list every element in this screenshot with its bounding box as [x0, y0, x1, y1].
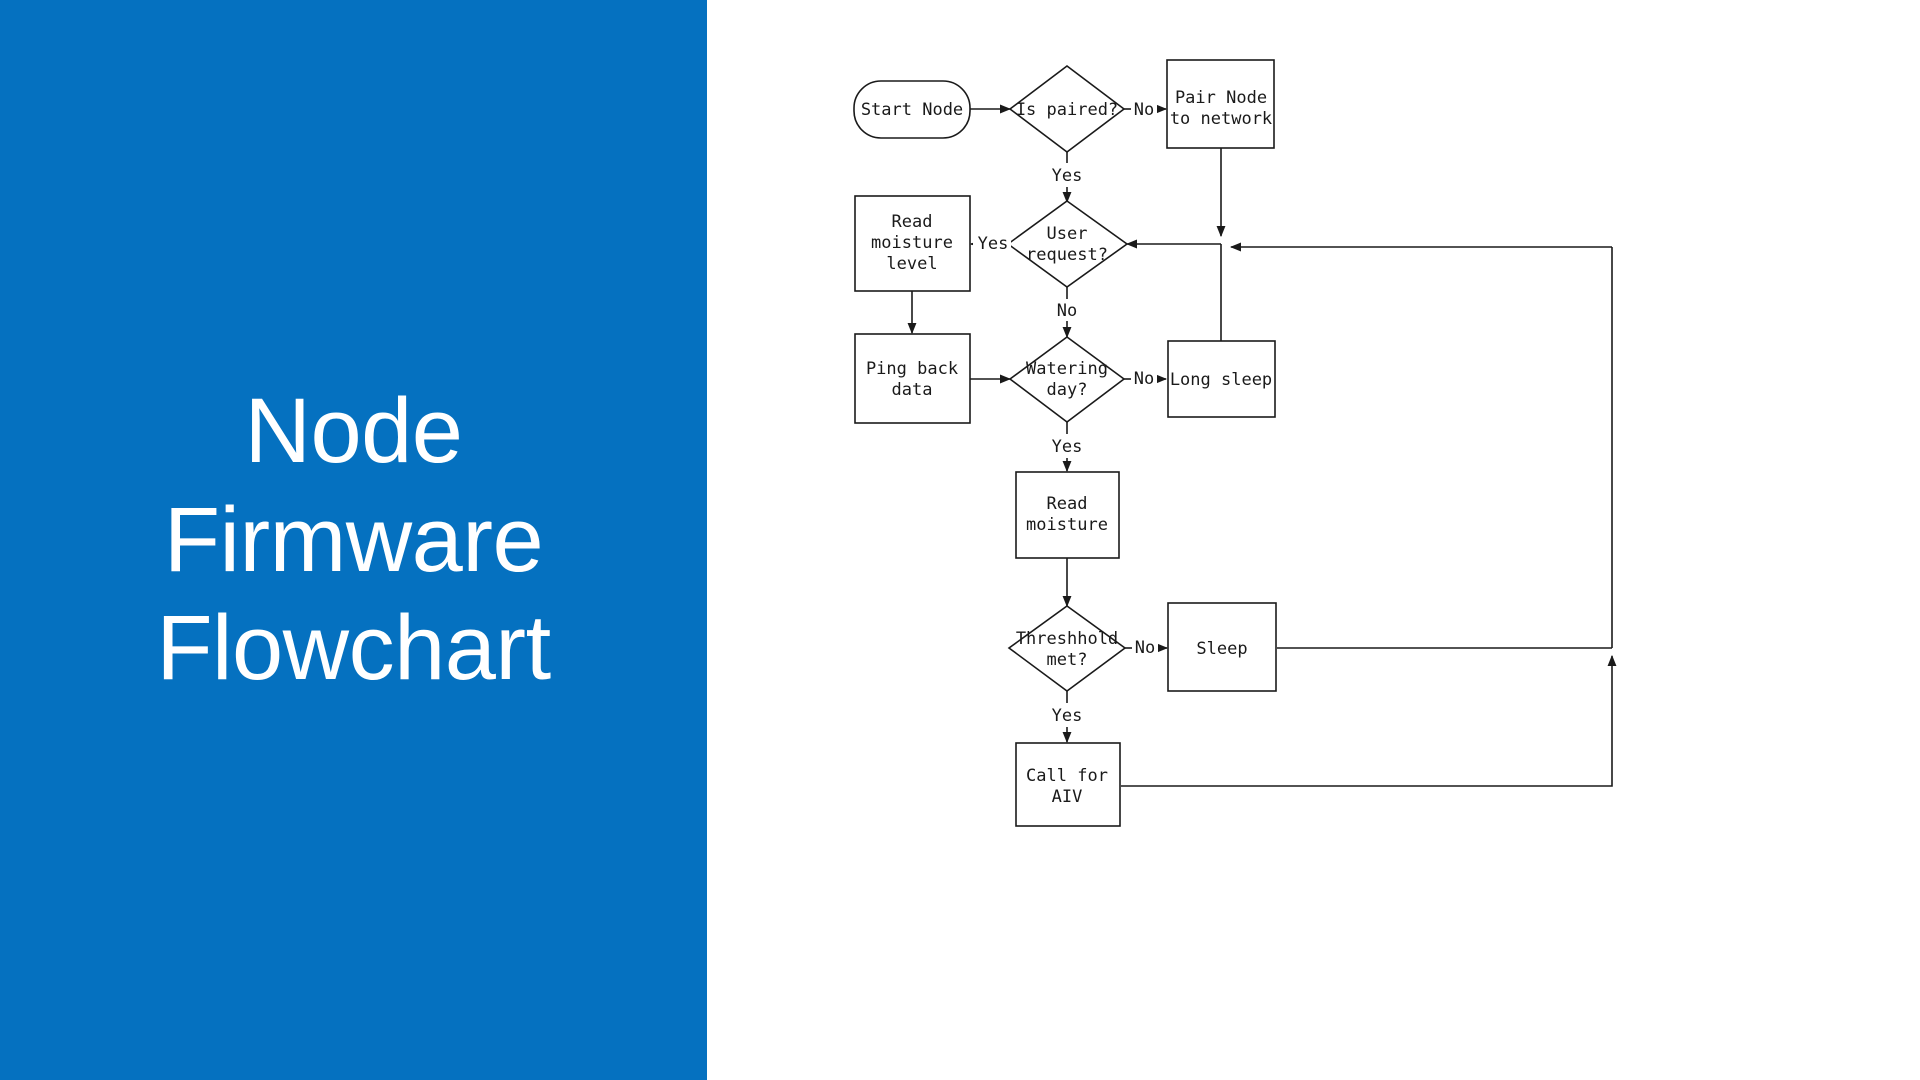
node-sleep[interactable]: Sleep [1167, 602, 1277, 692]
edge-label-is-paired-no: No [1134, 100, 1154, 120]
node-pair-node-to-network[interactable]: Pair Node to network [1166, 59, 1275, 149]
node-pair-node-label-1: Pair Node [1175, 88, 1267, 108]
node-ping-back-label-1: Ping back [866, 359, 958, 379]
node-call-for-aiv[interactable]: Call for AIV [1015, 742, 1121, 827]
node-threshhold-label-1: Threshhold [1016, 629, 1118, 649]
page-title-line-2: Firmware [163, 488, 544, 591]
flowchart-diagram: pair node --> user request? --> read moi… [853, 59, 1617, 827]
flowchart-panel: pair node --> user request? --> read moi… [707, 0, 1920, 1080]
edge-label-watering-day-yes: Yes [1052, 437, 1083, 457]
node-read-moisture-label-2: moisture [1026, 515, 1108, 535]
node-ping-back-data[interactable]: Ping back data [854, 333, 971, 424]
node-pair-node-label-2: to network [1170, 109, 1272, 129]
node-start-node[interactable]: Start Node [853, 80, 971, 139]
edge-label-threshhold-yes: Yes [1052, 706, 1083, 726]
node-read-level-label-1: Read [892, 212, 933, 232]
flow-edges: pair node --> user request? --> read moi… [907, 104, 1617, 787]
flow-nodes: Start Node Is paired? Pair Node to netwo… [853, 59, 1277, 827]
node-watering-day[interactable]: Watering day? [1008, 336, 1126, 424]
node-threshhold-met[interactable]: Threshhold met? [1007, 605, 1127, 692]
title-panel: Node Firmware Flowchart [0, 0, 707, 1080]
node-user-request[interactable]: User request? [1006, 200, 1129, 288]
node-watering-day-label-2: day? [1047, 380, 1088, 400]
node-call-aiv-label-2: AIV [1052, 787, 1083, 807]
edge-label-user-request-yes: Yes [978, 234, 1009, 254]
node-watering-day-label-1: Watering [1026, 359, 1108, 379]
edge-label-user-request-no: No [1057, 301, 1077, 321]
node-read-moisture-level[interactable]: Read moisture level [854, 195, 971, 292]
node-ping-back-label-2: data [892, 380, 933, 400]
node-sleep-label: Sleep [1196, 639, 1247, 659]
node-long-sleep[interactable]: Long sleep [1167, 340, 1276, 418]
node-read-moisture-label-1: Read [1047, 494, 1088, 514]
node-read-level-label-3: level [886, 254, 937, 274]
node-threshhold-label-2: met? [1047, 650, 1088, 670]
node-is-paired[interactable]: Is paired? [1008, 64, 1126, 154]
flow-edge-labels: No Yes Yes No No Yes No Yes [973, 99, 1158, 727]
page-title: Node Firmware Flowchart [0, 377, 707, 703]
edge-label-is-paired-yes: Yes [1052, 166, 1083, 186]
edge-label-watering-day-no: No [1134, 369, 1154, 389]
edge-label-threshhold-no: No [1135, 638, 1155, 658]
node-user-request-label-1: User [1047, 224, 1088, 244]
node-read-level-label-2: moisture [871, 233, 953, 253]
page-title-line-3: Flowchart [156, 597, 551, 700]
node-is-paired-label: Is paired? [1016, 100, 1118, 120]
node-call-aiv-label-1: Call for [1026, 766, 1108, 786]
node-read-moisture[interactable]: Read moisture [1015, 471, 1120, 559]
node-start-node-label: Start Node [861, 100, 963, 120]
node-user-request-label-2: request? [1026, 245, 1108, 265]
edge-call-aiv-return-up [1121, 654, 1617, 787]
node-long-sleep-label: Long sleep [1170, 370, 1272, 390]
page-title-line-1: Node [244, 380, 463, 483]
